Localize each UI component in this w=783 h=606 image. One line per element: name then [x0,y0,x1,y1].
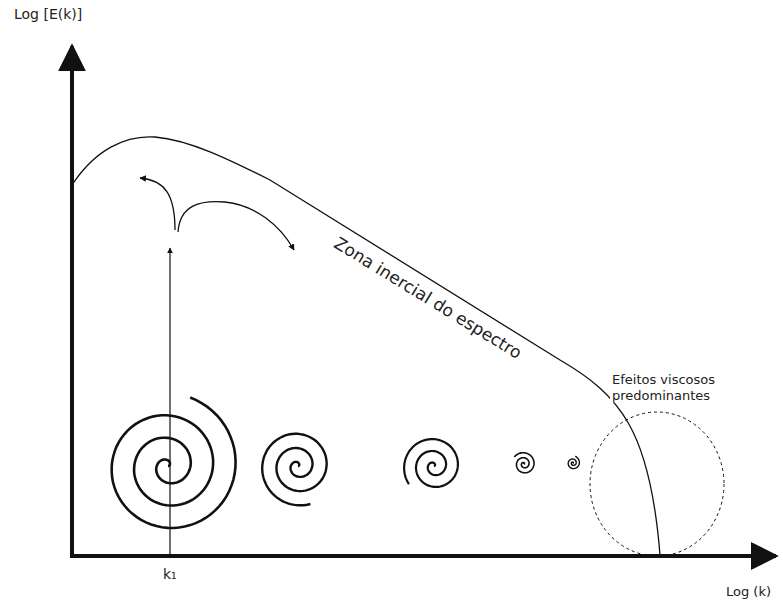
region-label: Efeitos viscosos predominantes [610,372,726,403]
eddy-spiral [568,456,579,468]
region-label: Zona inercial do espectro [331,233,526,363]
y-axis [70,46,74,556]
spectrum-curve [72,137,660,555]
eddy-spiral [262,434,327,506]
x-axis [70,554,776,558]
backscatter-arrow [140,178,175,230]
cascade-arrow [178,202,294,250]
axis-title: Log (k) [726,584,771,600]
viscous-region [590,412,724,556]
wavenumber-label: k₁ [163,566,177,583]
eddy-spirals [112,398,580,529]
eddy-spiral [112,398,236,529]
k1-line [169,248,170,556]
eddy-spiral [404,439,458,487]
axis-title: Log [E(k)] [14,6,82,23]
eddy-spiral [514,453,534,473]
